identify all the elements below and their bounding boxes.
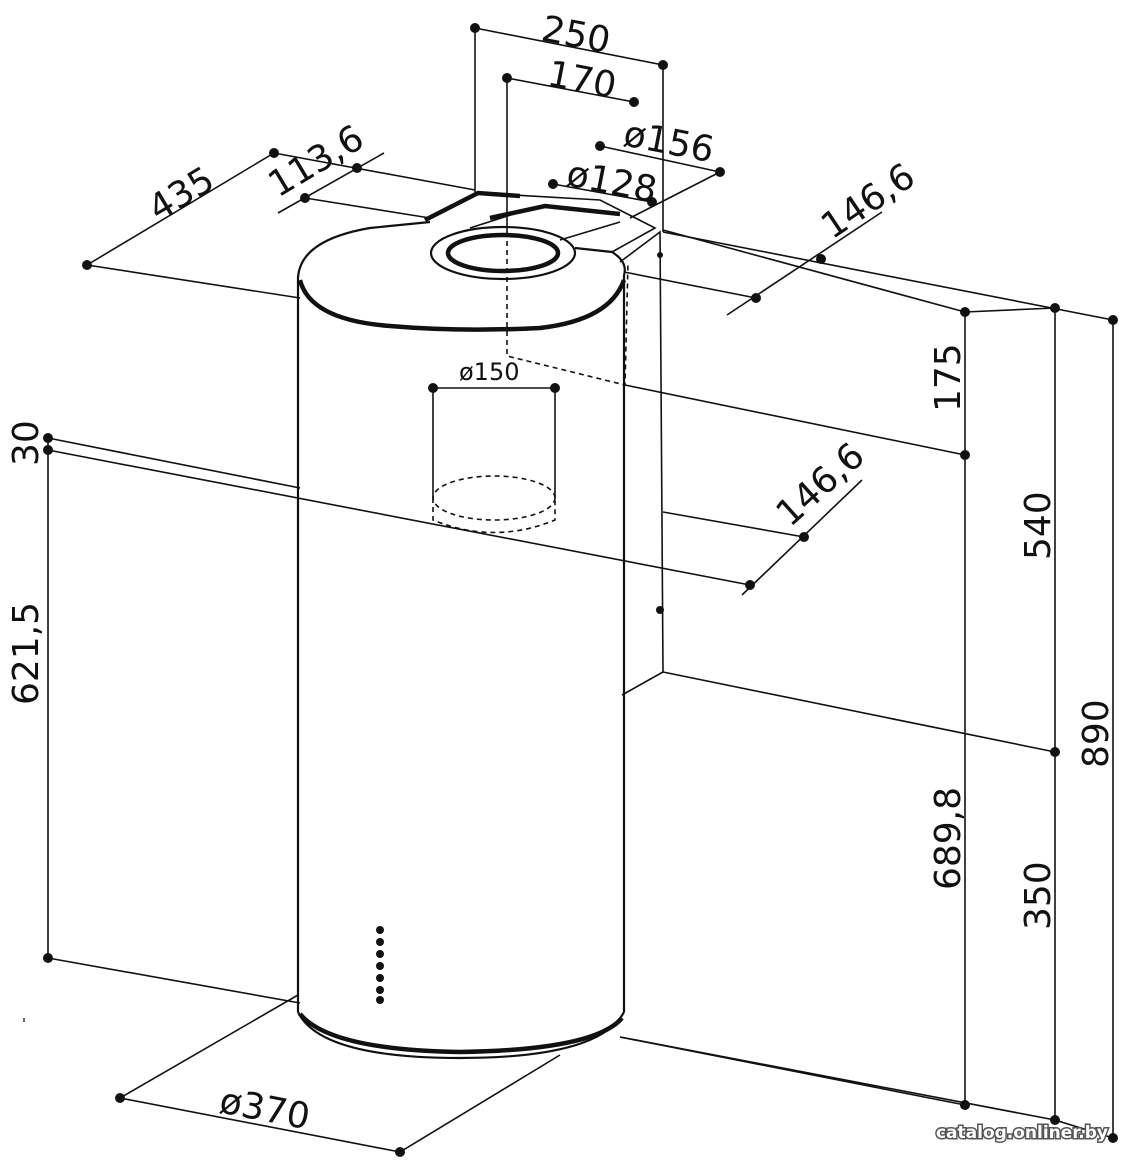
label-30: 30 — [6, 420, 47, 466]
label-689-8: 689,8 — [928, 787, 969, 890]
watermark: catalog.onliner.by — [936, 1123, 1108, 1143]
hood-cylinder — [296, 220, 627, 1060]
label-540: 540 — [1018, 491, 1059, 560]
label-435: 435 — [142, 159, 222, 230]
label-146-6-top: 146,6 — [814, 156, 922, 248]
label-350: 350 — [1018, 861, 1059, 930]
control-buttons — [376, 926, 384, 1004]
label-d128: ø128 — [563, 154, 660, 212]
label-621-5: 621,5 — [6, 602, 47, 705]
label-170: 170 — [544, 54, 619, 107]
label-d156: ø156 — [620, 114, 717, 172]
dimension-lines — [23, 23, 1118, 1157]
top-outlet — [423, 190, 657, 281]
label-250: 250 — [538, 9, 613, 62]
label-d150: ø150 — [459, 358, 520, 386]
wall-bracket — [619, 229, 1056, 1121]
label-113-6: 113,6 — [262, 117, 371, 205]
label-890: 890 — [1076, 699, 1117, 768]
label-d370: ø370 — [216, 1081, 313, 1139]
dimension-labels: 250 170 ø156 ø128 435 113,6 146,6 ø150 1… — [6, 9, 1117, 1139]
label-175: 175 — [928, 343, 969, 412]
